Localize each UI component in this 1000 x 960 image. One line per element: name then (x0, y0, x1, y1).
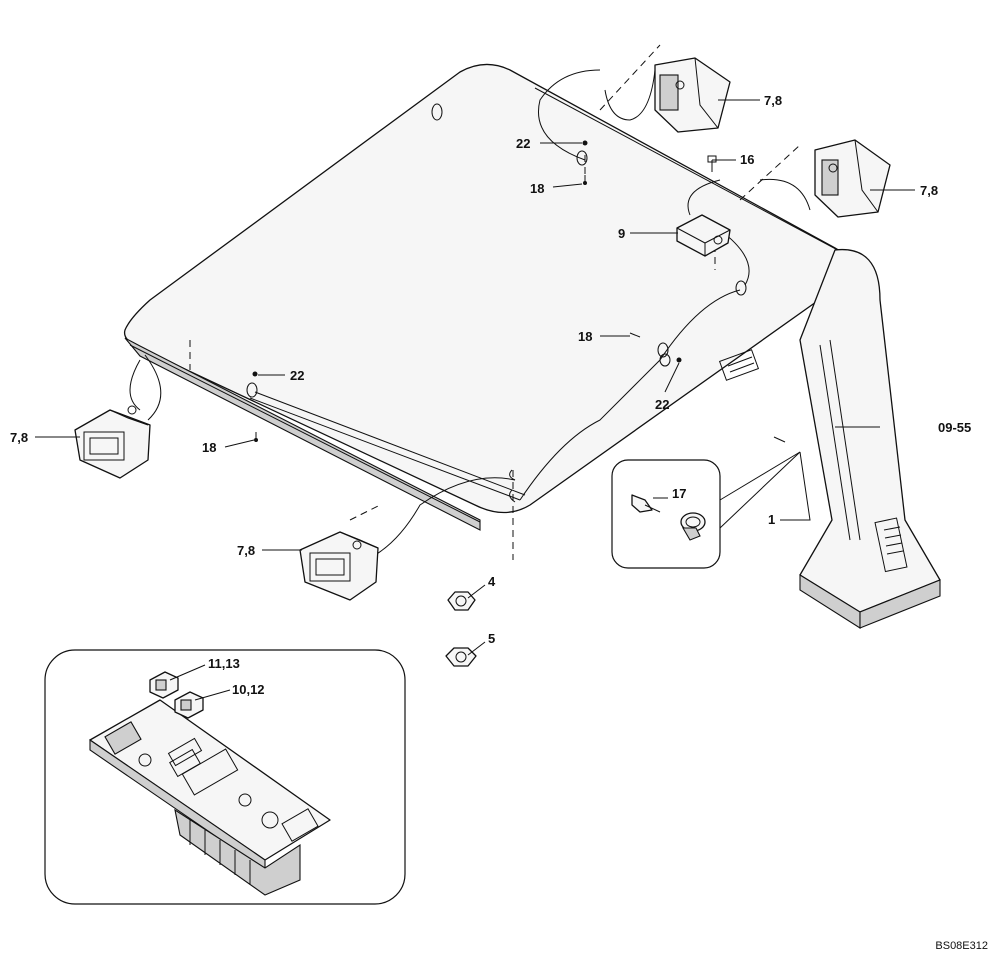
drawing-code: BS08E312 (935, 940, 988, 952)
callout-frame-1: 1 (768, 512, 775, 527)
junction-box-9 (676, 214, 731, 257)
callout-screw-18-left: 18 (202, 440, 216, 455)
callout-lamp-rear-right: 7,8 (920, 183, 938, 198)
callout-washer-22-left: 22 (290, 368, 304, 383)
callout-washer-22-top: 22 (516, 136, 530, 151)
assembly-lines (189, 44, 801, 560)
lamp-rear-left (654, 57, 731, 133)
callout-lamp-front-center: 7,8 (237, 543, 255, 558)
callout-switch-10-12: 10,12 (232, 682, 265, 697)
lamp-rear-right (814, 139, 891, 218)
detail-inset-switch-panel (44, 649, 406, 905)
canopy-roof (123, 63, 861, 531)
callout-ref-09-55: 09-55 (938, 420, 971, 435)
callout-washer-22-right: 22 (655, 397, 669, 412)
callout-screw-18-mid: 18 (578, 329, 592, 344)
leader-lines (35, 99, 915, 701)
lamp-front-center (299, 531, 379, 601)
nut-4 (447, 591, 476, 611)
callout-junction-box-9: 9 (618, 226, 625, 241)
nut-5 (445, 647, 477, 667)
callout-nut-5: 5 (488, 631, 495, 646)
callout-bolt-17: 17 (672, 486, 686, 501)
wiring-harness (129, 69, 811, 556)
callout-lamp-rear-left: 7,8 (764, 93, 782, 108)
callout-screw-18-top: 18 (530, 181, 544, 196)
callout-lamp-front-left: 7,8 (10, 430, 28, 445)
callout-switch-11-13: 11,13 (208, 656, 240, 671)
hardware (246, 140, 786, 503)
rops-frame-leg (718, 248, 941, 629)
lamp-front-left (74, 405, 151, 479)
callout-bolt-16: 16 (740, 152, 754, 167)
callout-nut-4: 4 (488, 574, 496, 589)
detail-inset-clamp (611, 451, 801, 569)
